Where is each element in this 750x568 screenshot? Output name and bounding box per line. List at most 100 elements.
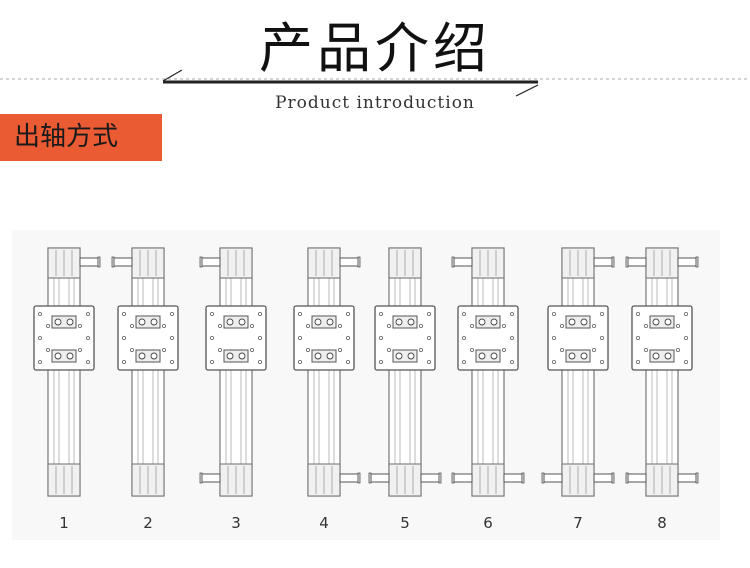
shaft-end (199, 472, 203, 484)
mount-hole (426, 359, 431, 364)
mount-hole (684, 335, 689, 340)
bolt (490, 318, 498, 326)
bolt (150, 318, 158, 326)
mount-hole (426, 311, 431, 316)
mount-hole (122, 335, 127, 340)
bolt (138, 352, 146, 360)
mount-hole (38, 311, 43, 316)
mount-hole (684, 359, 689, 364)
mount-hole (122, 359, 127, 364)
mount-hole (249, 347, 254, 352)
output-shaft (453, 473, 473, 483)
mount-hole (217, 347, 222, 352)
carriage-plate (33, 305, 95, 371)
mount-hole (169, 359, 174, 364)
mount-hole (378, 335, 383, 340)
mount-hole (129, 323, 134, 328)
bolt (150, 352, 158, 360)
shaft-end (625, 256, 629, 268)
bolt (664, 318, 672, 326)
mount-hole (426, 335, 431, 340)
output-shaft (627, 257, 647, 267)
module-label: 8 (657, 514, 667, 532)
mount-hole (209, 359, 214, 364)
mount-hole (378, 311, 383, 316)
bolt (54, 352, 62, 360)
mount-hole (46, 323, 51, 328)
mount-hole (600, 335, 605, 340)
mount-hole (345, 311, 350, 316)
module-label: 7 (573, 514, 583, 532)
carriage-plate (205, 305, 267, 371)
mount-hole (636, 335, 641, 340)
module-label: 6 (483, 514, 493, 532)
mount-hole (636, 359, 641, 364)
mount-hole (209, 335, 214, 340)
output-shaft (339, 473, 359, 483)
bolt (395, 352, 403, 360)
output-shaft (593, 473, 613, 483)
mount-hole (337, 347, 342, 352)
mount-hole (78, 323, 83, 328)
module-label: 1 (59, 514, 69, 532)
mount-hole (161, 323, 166, 328)
bolt (226, 352, 234, 360)
bolt (478, 318, 486, 326)
mount-hole (469, 347, 474, 352)
rail-body (561, 247, 595, 497)
mount-hole (560, 347, 565, 352)
shaft-end (357, 256, 361, 268)
carriage-plate (293, 305, 355, 371)
shaft-end (611, 472, 615, 484)
mount-hole (297, 335, 302, 340)
output-shaft (113, 257, 133, 267)
rail-body (219, 247, 253, 497)
mount-hole (249, 323, 254, 328)
mount-hole (509, 335, 514, 340)
output-shaft (677, 257, 697, 267)
module-3: 3 (199, 247, 267, 532)
mount-hole (461, 359, 466, 364)
mount-hole (676, 323, 681, 328)
bolt (478, 352, 486, 360)
mount-hole (636, 311, 641, 316)
bolt (226, 318, 234, 326)
mount-hole (378, 359, 383, 364)
bolt (568, 318, 576, 326)
rail-body (47, 247, 81, 497)
module-5: 5 (368, 247, 442, 532)
bolt (395, 318, 403, 326)
mount-hole (386, 323, 391, 328)
bolt (238, 318, 246, 326)
mount-hole (676, 347, 681, 352)
bolt (314, 352, 322, 360)
module-6: 6 (451, 247, 525, 532)
output-shaft (677, 473, 697, 483)
mount-hole (305, 323, 310, 328)
mount-hole (297, 311, 302, 316)
mount-hole (257, 311, 262, 316)
module-label: 4 (319, 514, 329, 532)
bolt (652, 318, 660, 326)
module-label: 5 (400, 514, 410, 532)
mount-hole (38, 359, 43, 364)
mount-hole (161, 347, 166, 352)
shaft-end (199, 256, 203, 268)
rail-body (471, 247, 505, 497)
mount-hole (644, 323, 649, 328)
module-1: 1 (33, 247, 101, 532)
shaft-end (357, 472, 361, 484)
mount-hole (86, 311, 91, 316)
shaft-end (97, 256, 101, 268)
rail-body (131, 247, 165, 497)
mount-hole (501, 323, 506, 328)
mount-hole (552, 335, 557, 340)
mount-hole (38, 335, 43, 340)
mount-hole (418, 347, 423, 352)
mount-hole (345, 359, 350, 364)
bolt (138, 318, 146, 326)
carriage-plate (457, 305, 519, 371)
shaft-end (438, 472, 442, 484)
section-title: 出轴方式 (0, 114, 162, 161)
output-shaft (79, 257, 99, 267)
